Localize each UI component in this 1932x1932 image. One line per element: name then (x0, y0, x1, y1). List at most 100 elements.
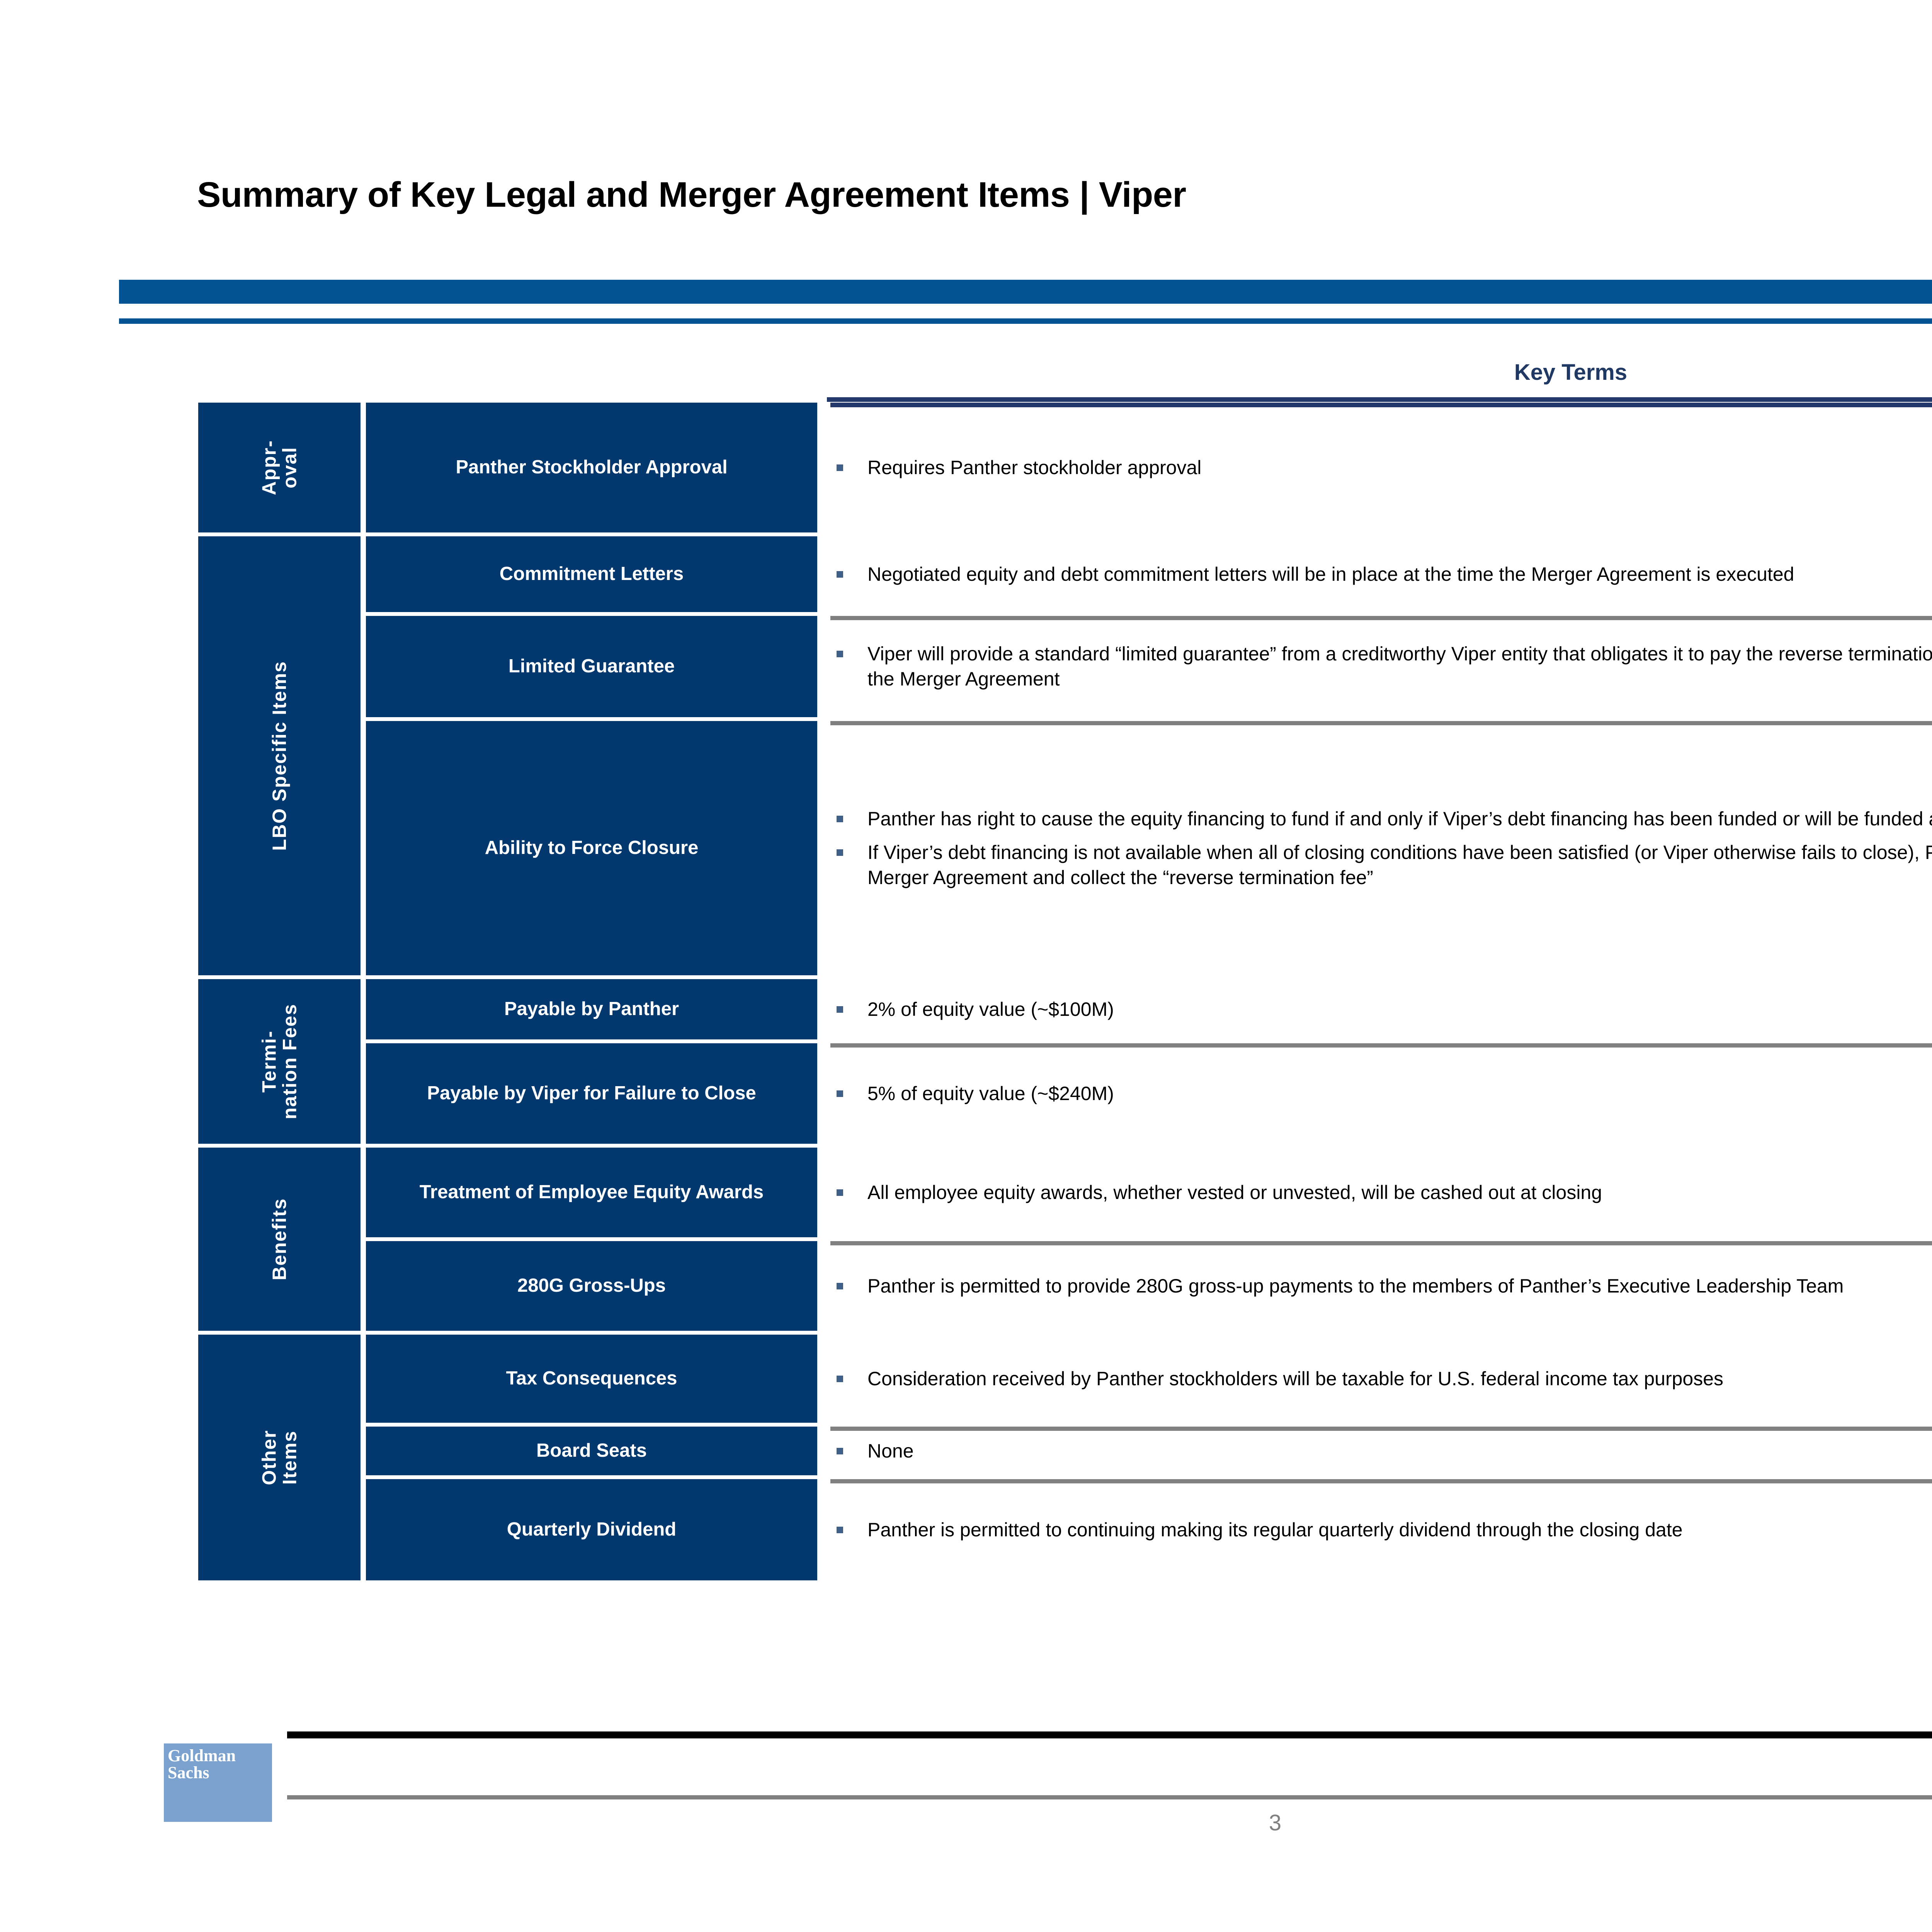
list-item: Requires Panther stockholder approval (830, 455, 1932, 480)
list-item: All employee equity awards, whether vest… (830, 1180, 1932, 1205)
goldman-sachs-logo: Goldman Sachs (164, 1743, 272, 1822)
group-rows: Commitment Letters Negotiated equity and… (361, 536, 1932, 975)
row-body: Panther has right to cause the equity fi… (817, 721, 1932, 975)
bullet-text: Requires Panther stockholder approval (867, 456, 1202, 478)
table-row: Payable by Viper for Failure to Close 5%… (361, 1043, 1932, 1144)
bullet-text: Panther is permitted to provide 280G gro… (867, 1275, 1844, 1297)
row-separator (830, 1427, 1932, 1431)
goldman-sachs-logo-line2: Sachs (168, 1763, 209, 1782)
group-label-termination-fees: Termi- nation Fees (198, 979, 361, 1144)
row-term-label: 280G Gross-Ups (366, 1241, 817, 1331)
list-item: 5% of equity value (~$240M) (830, 1081, 1932, 1106)
row-body: Panther is permitted to continuing makin… (817, 1479, 1932, 1580)
bullet-square-icon (837, 464, 843, 471)
row-body: 5% of equity value (~$240M) (817, 1043, 1932, 1144)
row-term-label: Payable by Panther (366, 979, 817, 1039)
bullet-square-icon (837, 571, 843, 578)
table-row: Payable by Panther 2% of equity value (~… (361, 979, 1932, 1039)
bullet-square-icon (837, 1090, 843, 1097)
bullet-text: All employee equity awards, whether vest… (867, 1181, 1602, 1203)
row-body: Requires Panther stockholder approval (817, 403, 1932, 532)
table-row: 280G Gross-Ups Panther is permitted to p… (361, 1241, 1932, 1331)
group-label-text: LBO Specific Items (268, 661, 290, 851)
key-terms-header-rule (827, 397, 1932, 402)
row-separator (830, 1479, 1932, 1483)
row-body: None (817, 1427, 1932, 1475)
group-label-approval: Appr- oval (198, 403, 361, 532)
header-divider-main-bar (145, 280, 1932, 304)
table-group-approval: Appr- oval Panther Stockholder Approval … (198, 403, 1932, 532)
list-item: 2% of equity value (~$100M) (830, 997, 1932, 1022)
bullet-text: Panther is permitted to continuing makin… (867, 1519, 1683, 1541)
row-body: Viper will provide a standard “limited g… (817, 616, 1932, 717)
list-item: Consideration received by Panther stockh… (830, 1366, 1932, 1391)
bullet-square-icon (837, 651, 843, 657)
table-row: Treatment of Employee Equity Awards All … (361, 1148, 1932, 1237)
row-separator (830, 403, 1932, 407)
bullet-square-icon (837, 1447, 843, 1454)
table-row: Limited Guarantee Viper will provide a s… (361, 616, 1932, 717)
bullet-text: 2% of equity value (~$100M) (867, 998, 1114, 1020)
row-term-label: Treatment of Employee Equity Awards (366, 1148, 817, 1237)
row-term-label: Ability to Force Closure (366, 721, 817, 975)
bullet-list: Panther is permitted to provide 280G gro… (830, 1274, 1932, 1299)
row-separator (830, 1241, 1932, 1245)
row-term-label: Payable by Viper for Failure to Close (366, 1043, 817, 1144)
table-bottom-rule (287, 1731, 1932, 1738)
bullet-list: 2% of equity value (~$100M) (830, 997, 1932, 1022)
row-separator (830, 721, 1932, 725)
bullet-square-icon (837, 1189, 843, 1196)
row-body: Negotiated equity and debt commitment le… (817, 536, 1932, 612)
bullet-list: Consideration received by Panther stockh… (830, 1366, 1932, 1391)
table-row: Tax Consequences Consideration received … (361, 1335, 1932, 1423)
row-separator (830, 616, 1932, 620)
bullet-text: 5% of equity value (~$240M) (867, 1082, 1114, 1104)
group-label-text: Other Items (258, 1430, 301, 1485)
list-item: Negotiated equity and debt commitment le… (830, 562, 1932, 587)
bullet-list: None (830, 1439, 1932, 1464)
row-body: All employee equity awards, whether vest… (817, 1148, 1932, 1237)
bullet-square-icon (837, 1526, 843, 1533)
group-rows: Tax Consequences Consideration received … (361, 1335, 1932, 1580)
list-item: Viper will provide a standard “limited g… (830, 641, 1932, 692)
table-row: Quarterly Dividend Panther is permitted … (361, 1479, 1932, 1580)
group-label-text: Benefits (268, 1198, 290, 1281)
row-term-label: Limited Guarantee (366, 616, 817, 717)
bullet-square-icon (837, 1282, 843, 1289)
group-label-other-items: Other Items (198, 1335, 361, 1580)
table-row: Ability to Force Closure Panther has rig… (361, 721, 1932, 975)
bullet-list: 5% of equity value (~$240M) (830, 1081, 1932, 1106)
bullet-list: Requires Panther stockholder approval (830, 455, 1932, 480)
bullet-list: Panther is permitted to continuing makin… (830, 1517, 1932, 1543)
group-label-lbo-specific-items: LBO Specific Items (198, 536, 361, 975)
page-title: Summary of Key Legal and Merger Agreemen… (197, 175, 1186, 214)
row-separator (830, 1043, 1932, 1048)
bullet-square-icon (837, 815, 843, 822)
header-divider (119, 280, 1932, 326)
group-rows: Treatment of Employee Equity Awards All … (361, 1148, 1932, 1331)
row-body: 2% of equity value (~$100M) (817, 979, 1932, 1039)
footer-rule (287, 1795, 1932, 1799)
table-row: Panther Stockholder Approval Requires Pa… (361, 403, 1932, 532)
row-body: Consideration received by Panther stockh… (817, 1335, 1932, 1423)
list-item: None (830, 1439, 1932, 1464)
row-term-label: Board Seats (366, 1427, 817, 1475)
row-term-label: Commitment Letters (366, 536, 817, 612)
list-item: If Viper’s debt financing is not availab… (830, 840, 1932, 890)
row-term-label: Quarterly Dividend (366, 1479, 817, 1580)
key-terms-table: Appr- oval Panther Stockholder Approval … (198, 403, 1932, 1580)
header-divider-left-segment (119, 280, 145, 304)
row-term-label: Panther Stockholder Approval (366, 403, 817, 532)
table-group-termination-fees: Termi- nation Fees Payable by Panther 2%… (198, 979, 1932, 1144)
table-row: Board Seats None (361, 1427, 1932, 1475)
bullet-text: If Viper’s debt financing is not availab… (867, 841, 1932, 888)
list-item: Panther is permitted to provide 280G gro… (830, 1274, 1932, 1299)
header-divider-thin-rule (119, 318, 1932, 324)
row-term-label: Tax Consequences (366, 1335, 817, 1423)
list-item: Panther is permitted to continuing makin… (830, 1517, 1932, 1543)
table-group-other-items: Other Items Tax Consequences Considerati… (198, 1335, 1932, 1580)
list-item: Panther has right to cause the equity fi… (830, 806, 1932, 832)
group-label-text: Appr- oval (258, 440, 301, 495)
goldman-sachs-logo-line1: Goldman (168, 1746, 236, 1765)
bullet-text: Viper will provide a standard “limited g… (867, 643, 1932, 690)
